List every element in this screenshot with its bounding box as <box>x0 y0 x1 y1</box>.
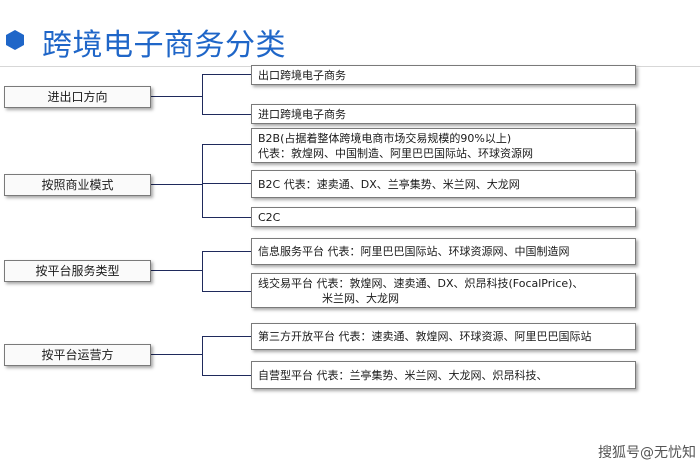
leaf-box: B2B(占据着整体跨境电商市场交易规模的90%以上) 代表：敦煌网、中国制造、阿… <box>251 128 636 163</box>
category-box: 按平台服务类型 <box>4 260 151 282</box>
leaf-box: 出口跨境电子商务 <box>251 65 636 85</box>
category-box: 按照商业模式 <box>4 174 151 196</box>
connector-line <box>202 74 203 114</box>
category-label: 按照商业模式 <box>41 178 114 192</box>
leaf-text: 自营型平台 代表：兰亭集势、米兰网、大龙网、炽昂科技、 <box>258 368 548 382</box>
leaf-text: 米兰网、大龙网 <box>322 292 399 305</box>
category-label: 进出口方向 <box>47 90 108 104</box>
leaf-text: 信息服务平台 代表：阿里巴巴国际站、环球资源网、中国制造网 <box>258 245 570 258</box>
leaf-box: 线交易平台 代表：敦煌网、速卖通、DX、炽昂科技(FocalPrice)、 米兰… <box>251 273 636 308</box>
connector-line <box>202 114 251 115</box>
title-bar: 跨境电子商务分类 <box>0 24 700 64</box>
leaf-text: B2B(占据着整体跨境电商市场交易规模的90%以上) <box>258 132 512 145</box>
leaf-box: 进口跨境电子商务 <box>251 104 636 124</box>
leaf-text: 线交易平台 代表：敦煌网、速卖通、DX、炽昂科技(FocalPrice)、 <box>258 277 584 290</box>
connector-line <box>202 251 203 291</box>
leaf-text: 第三方开放平台 代表：速卖通、敦煌网、环球资源、阿里巴巴国际站 <box>258 330 592 343</box>
connector-line <box>202 291 251 292</box>
connector-line <box>202 74 251 75</box>
leaf-text: 出口跨境电子商务 <box>258 68 346 82</box>
connector-line <box>202 183 251 184</box>
leaf-text: 代表：敦煌网、中国制造、阿里巴巴国际站、环球资源网 <box>258 147 533 160</box>
connector-line <box>150 96 202 97</box>
connector-line <box>202 217 251 218</box>
category-box: 进出口方向 <box>4 86 151 108</box>
connector-line <box>202 336 203 375</box>
leaf-text: 进口跨境电子商务 <box>258 107 346 121</box>
leaf-box: C2C <box>251 207 636 227</box>
category-box: 按平台运营方 <box>4 344 151 366</box>
watermark: 搜狐号@无忧知 <box>598 445 696 461</box>
connector-line <box>202 144 251 145</box>
connector-line <box>150 184 202 185</box>
leaf-text: B2C 代表：速卖通、DX、兰亭集势、米兰网、大龙网 <box>258 177 520 191</box>
category-label: 按平台服务类型 <box>35 264 120 278</box>
leaf-box: 信息服务平台 代表：阿里巴巴国际站、环球资源网、中国制造网 <box>251 238 636 265</box>
connector-line <box>202 375 251 376</box>
category-label: 按平台运营方 <box>41 348 114 362</box>
leaf-text: C2C <box>258 210 281 224</box>
connector-line <box>150 270 202 271</box>
leaf-box: 第三方开放平台 代表：速卖通、敦煌网、环球资源、阿里巴巴国际站 <box>251 323 636 350</box>
hexagon-bullet-icon <box>6 30 24 50</box>
leaf-box: 自营型平台 代表：兰亭集势、米兰网、大龙网、炽昂科技、 <box>251 361 636 389</box>
page-title: 跨境电子商务分类 <box>42 28 286 63</box>
connector-line <box>202 144 203 217</box>
connector-line <box>202 336 251 337</box>
connector-line <box>202 251 251 252</box>
leaf-box: B2C 代表：速卖通、DX、兰亭集势、米兰网、大龙网 <box>251 170 636 198</box>
connector-line <box>150 354 202 355</box>
